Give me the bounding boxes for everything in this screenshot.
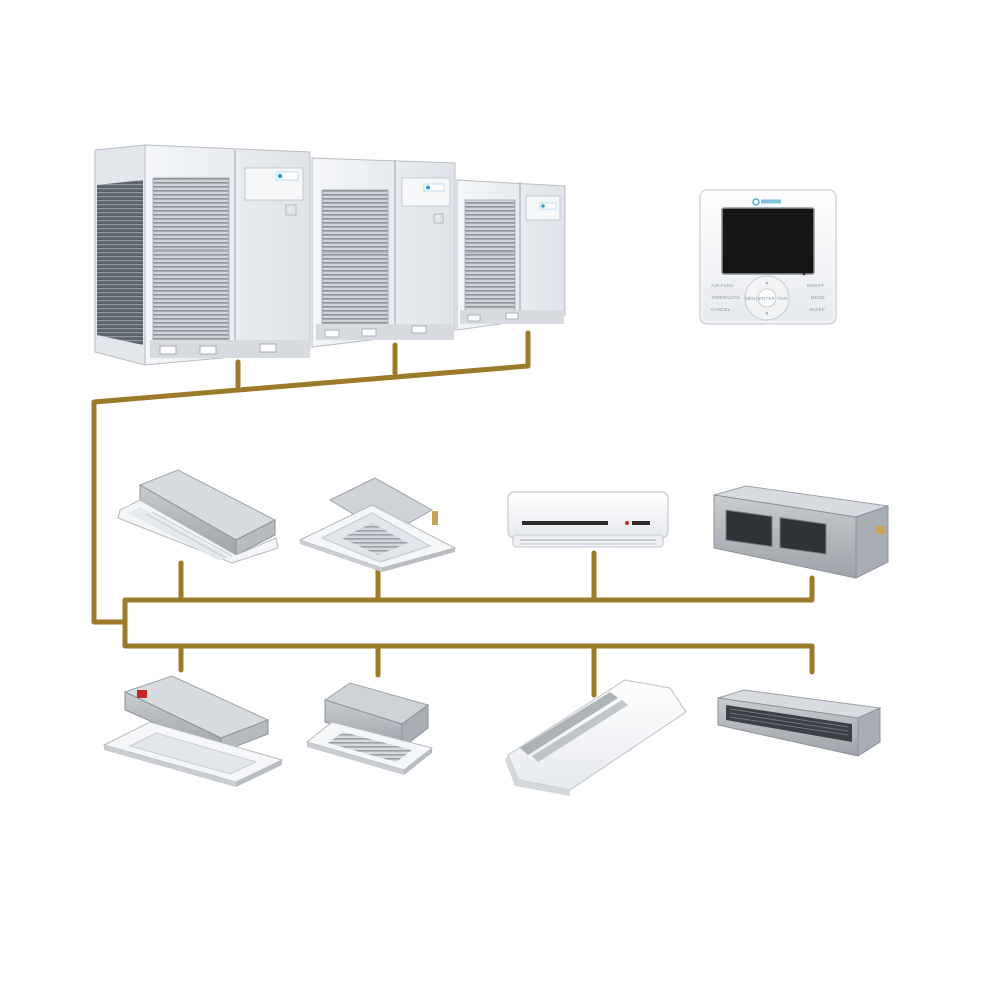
four-way-cassette-icon xyxy=(298,477,457,572)
row1-header-pipe xyxy=(122,575,815,625)
status-led-icon xyxy=(625,521,629,525)
button-air-func[interactable]: AIR-FUNC xyxy=(711,283,735,288)
wall-mounted-unit-icon xyxy=(507,491,669,548)
outdoor-module-2 xyxy=(311,157,456,348)
controller-dpad: ENTER MENU FAN ▲ ▼ xyxy=(744,275,790,321)
button-sleep[interactable]: SLEEP xyxy=(809,307,825,312)
brand-logo-icon xyxy=(541,204,545,208)
pipe-connector-icon xyxy=(876,526,886,534)
button-on-off[interactable]: ON/OFF xyxy=(807,283,825,288)
button-enter[interactable]: ENTER xyxy=(759,296,776,301)
button-mode[interactable]: MODE xyxy=(811,295,825,300)
control-box-icon xyxy=(137,690,147,698)
high-static-duct-icon xyxy=(713,485,889,579)
button-menu[interactable]: MENU xyxy=(745,296,759,301)
row2-header-pipe xyxy=(122,619,815,675)
outdoor-module-3 xyxy=(456,179,566,331)
compact-cassette-icon xyxy=(102,675,284,787)
brand-logo-icon xyxy=(426,185,430,190)
vrf-outdoor-unit xyxy=(94,144,566,366)
button-fan[interactable]: FAN xyxy=(778,296,787,301)
display-strip xyxy=(522,521,608,525)
one-way-cassette-icon xyxy=(117,469,279,564)
refrigerant-piping xyxy=(91,330,815,698)
button-cancel[interactable]: CANCEL xyxy=(711,307,731,312)
outdoor-header-pipe xyxy=(91,330,531,625)
slim-duct-icon xyxy=(717,689,882,757)
mini-cassette-icon xyxy=(305,682,434,775)
down-arrow-icon[interactable]: ▼ xyxy=(765,311,770,316)
drain-pipe-icon xyxy=(432,511,438,525)
brand-logo-icon xyxy=(752,198,781,206)
outdoor-module-1 xyxy=(144,144,311,366)
status-led-icon xyxy=(802,272,806,276)
brand-logo-icon xyxy=(277,173,283,179)
up-arrow-icon[interactable]: ▲ xyxy=(765,280,770,285)
wired-controller: ENTER MENU FAN ▲ ▼ AIR-FUNC TIMER/LOCK C… xyxy=(699,189,837,325)
ceiling-floor-unit-icon xyxy=(505,679,687,796)
button-timer-lock[interactable]: TIMER/LOCK xyxy=(711,295,741,300)
controller-screen xyxy=(721,207,815,275)
